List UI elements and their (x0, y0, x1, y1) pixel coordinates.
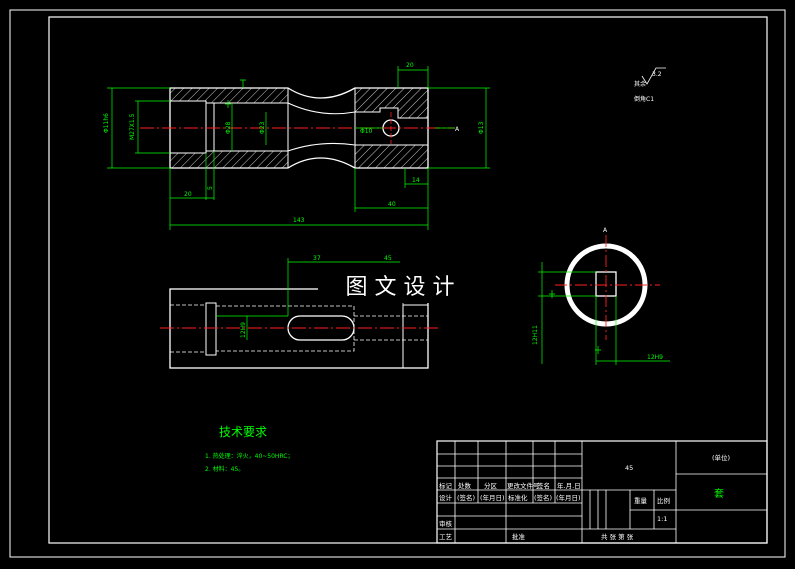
title-block-text: 45 (单位) 套 1:1 标记 处数 分区 更改文件号 签名 年.月.日 设计… (439, 453, 730, 541)
main-view-dimensions (107, 66, 490, 230)
dim-20-top: 20 (406, 62, 414, 69)
top-view (160, 288, 440, 369)
tb-review: 审核 (439, 519, 453, 528)
top-view-dimensions (216, 258, 400, 340)
dim-14: 14 (412, 177, 420, 184)
section-label-a: A (603, 227, 608, 234)
dim-phi-23: Φ23 (259, 121, 266, 134)
bore-mid (205, 102, 289, 152)
dim-143: 143 (293, 217, 305, 224)
tech-item-1: 1. 热处理：淬火，40~50HRC； (205, 452, 294, 460)
tb-process: 工艺 (439, 533, 453, 541)
tech-requirements: 技术要求 1. 热处理：淬火，40~50HRC； 2. 材料：45。 (205, 425, 294, 473)
dim-5: 5 (207, 186, 214, 190)
sheet-outer-frame (9, 9, 786, 558)
tech-item-2: 2. 材料：45。 (205, 465, 244, 473)
tb-mark: 标记 (439, 481, 453, 490)
watermark-box (318, 269, 482, 303)
tb-design: 设计 (439, 493, 453, 502)
dim-thread: M27X1.5 (129, 113, 136, 140)
tb-scale: 1:1 (657, 515, 667, 523)
surface-roughness-note: 3.2 其余 倒角C1 (634, 67, 666, 103)
tb-approve: 批准 (512, 532, 526, 541)
section-a-view (555, 235, 660, 340)
tb-sheets: 共 张 第 张 (601, 532, 634, 541)
dim-phi-28: Φ28 (225, 121, 232, 134)
tb-standard: 标准化 (508, 493, 528, 502)
dim-phi-left: Φ11h6 (103, 113, 110, 133)
roughness-value: 3.2 (652, 71, 662, 78)
tb-sign-paren-2: (签名) (534, 493, 552, 502)
dim-phi-13: Φ13 (478, 121, 485, 134)
dim-40: 40 (388, 201, 396, 208)
main-section-view (140, 87, 455, 169)
chamfer-note: 倒角C1 (634, 95, 654, 103)
tech-title: 技术要求 (219, 425, 267, 439)
tb-date: 年.月.日 (557, 481, 581, 490)
drawing-border (48, 16, 768, 544)
tb-change-doc: 更改文件号 (507, 481, 540, 490)
section-arrow-a: A (455, 126, 460, 133)
tb-weight: 重量 (634, 497, 648, 505)
tb-material: 45 (625, 464, 633, 472)
dim-45: 45 (384, 255, 392, 262)
tb-part-name: 套 (714, 487, 724, 500)
dim-12h9-left: 12H9 (240, 322, 247, 338)
tb-ratio: 比例 (657, 496, 670, 505)
tb-date-paren-1: (年月日) (480, 493, 505, 502)
roughness-rest-label: 其余 (634, 80, 646, 88)
tb-unit: (单位) (712, 453, 730, 462)
watermark-text: 图 文 设 计 (346, 275, 455, 300)
section-a-dimensions (538, 262, 670, 365)
hatch-upper-right (354, 87, 429, 119)
tb-zone: 分区 (484, 481, 498, 490)
tb-sign: 签名 (537, 481, 550, 490)
dim-20-bottom: 20 (184, 191, 192, 198)
tb-count: 处数 (458, 481, 472, 490)
dim-37: 37 (313, 255, 321, 262)
dim-phi-10: Φ10 (360, 128, 373, 135)
tb-date-paren-2: (年月日) (556, 493, 581, 502)
title-block (436, 440, 768, 544)
bore-left (169, 100, 207, 154)
dim-12h11: 12H11 (532, 325, 539, 345)
dim-12h9-right: 12H9 (647, 354, 663, 361)
tb-sign-paren-1: (签名) (457, 493, 475, 502)
hatch-lower-right (354, 144, 429, 169)
hatch-lower-left (169, 150, 289, 169)
